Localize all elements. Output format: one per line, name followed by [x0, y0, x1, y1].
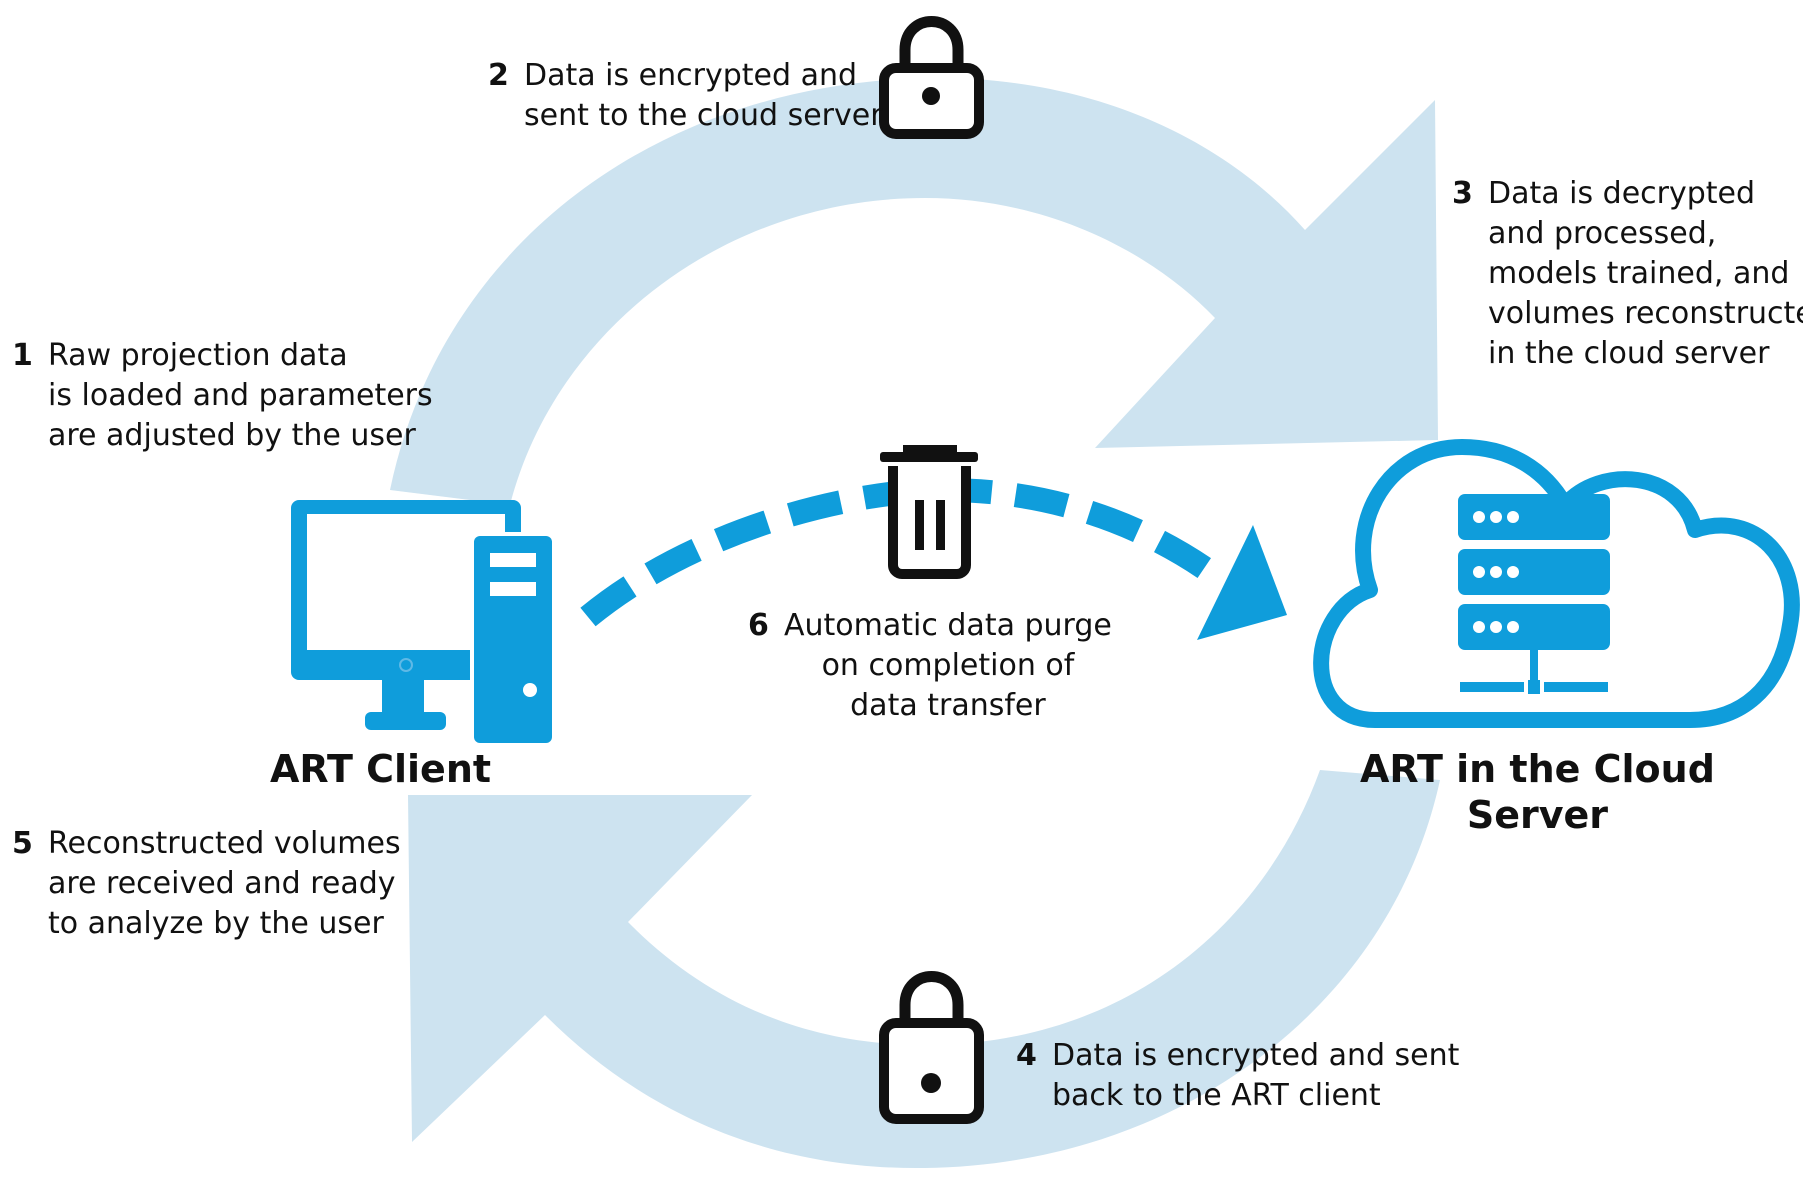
step-line: are adjusted by the user	[48, 418, 416, 453]
lock-icon	[879, 16, 984, 139]
step-line: data transfer	[850, 688, 1046, 723]
step-2: 2 Data is encrypted and sent to the clou…	[488, 56, 883, 136]
lock-icon	[879, 971, 984, 1124]
step-6: 6 Automatic data purge on completion of …	[748, 606, 1112, 726]
step-line: volumes reconstructed	[1488, 296, 1803, 331]
step-line: are received and ready	[48, 866, 396, 901]
step-line: in the cloud server	[1488, 336, 1770, 371]
step-line: sent to the cloud server	[524, 98, 883, 133]
step-line: Raw projection data	[48, 338, 348, 373]
step-text: Reconstructed volumes are received and r…	[48, 824, 401, 944]
client-label: ART Client	[270, 746, 491, 792]
step-number: 3	[1452, 176, 1473, 211]
step-line: back to the ART client	[1052, 1078, 1381, 1113]
step-text: Automatic data purge on completion of da…	[784, 606, 1112, 726]
step-text: Data is decrypted and processed, models …	[1488, 174, 1803, 374]
cycle-arrow-lower	[408, 770, 1440, 1169]
trash-icon	[880, 445, 978, 579]
step-line: on completion of	[821, 648, 1075, 683]
tower-pc-icon	[470, 532, 556, 747]
step-3: 3 Data is decrypted and processed, model…	[1452, 174, 1803, 374]
step-line: Data is encrypted and	[524, 58, 858, 93]
client-computer	[291, 500, 556, 747]
step-text: Raw projection data is loaded and parame…	[48, 336, 433, 456]
client-label-text: ART Client	[270, 747, 492, 791]
step-line: Reconstructed volumes	[48, 826, 401, 861]
step-text: Data is encrypted and sent to the cloud …	[524, 56, 883, 136]
step-text: Data is encrypted and sent back to the A…	[1052, 1036, 1459, 1116]
transfer-arrow	[580, 477, 1287, 640]
step-number: 1	[12, 338, 33, 373]
cloud-label-line2: Server	[1466, 793, 1609, 837]
step-line: is loaded and parameters	[48, 378, 433, 413]
step-line: models trained, and	[1488, 256, 1790, 291]
cycle-arrows	[390, 77, 1440, 1169]
step-line: Automatic data purge	[784, 608, 1112, 643]
step-line: to analyze by the user	[48, 906, 384, 941]
step-number: 6	[748, 608, 769, 643]
step-number: 2	[488, 58, 509, 93]
transfer-arrow-dashes	[580, 477, 1217, 627]
step-number: 4	[1016, 1038, 1037, 1073]
step-5: 5 Reconstructed volumes are received and…	[12, 824, 401, 944]
cloud-label-line1: ART in the Cloud	[1360, 747, 1715, 791]
step-number: 5	[12, 826, 33, 861]
step-1: 1 Raw projection data is loaded and para…	[12, 336, 433, 456]
transfer-arrow-head	[1197, 525, 1287, 640]
cloud-server	[1313, 439, 1800, 728]
step-line: and processed,	[1488, 216, 1717, 251]
step-4: 4 Data is encrypted and sent back to the…	[1016, 1036, 1459, 1116]
step-line: Data is encrypted and sent	[1052, 1038, 1460, 1073]
step-line: Data is decrypted	[1488, 176, 1756, 211]
cloud-label: ART in the Cloud Server	[1360, 746, 1715, 838]
server-rack-icon	[1458, 494, 1610, 694]
cycle-arrow-upper	[390, 77, 1438, 505]
monitor-icon	[291, 500, 521, 730]
